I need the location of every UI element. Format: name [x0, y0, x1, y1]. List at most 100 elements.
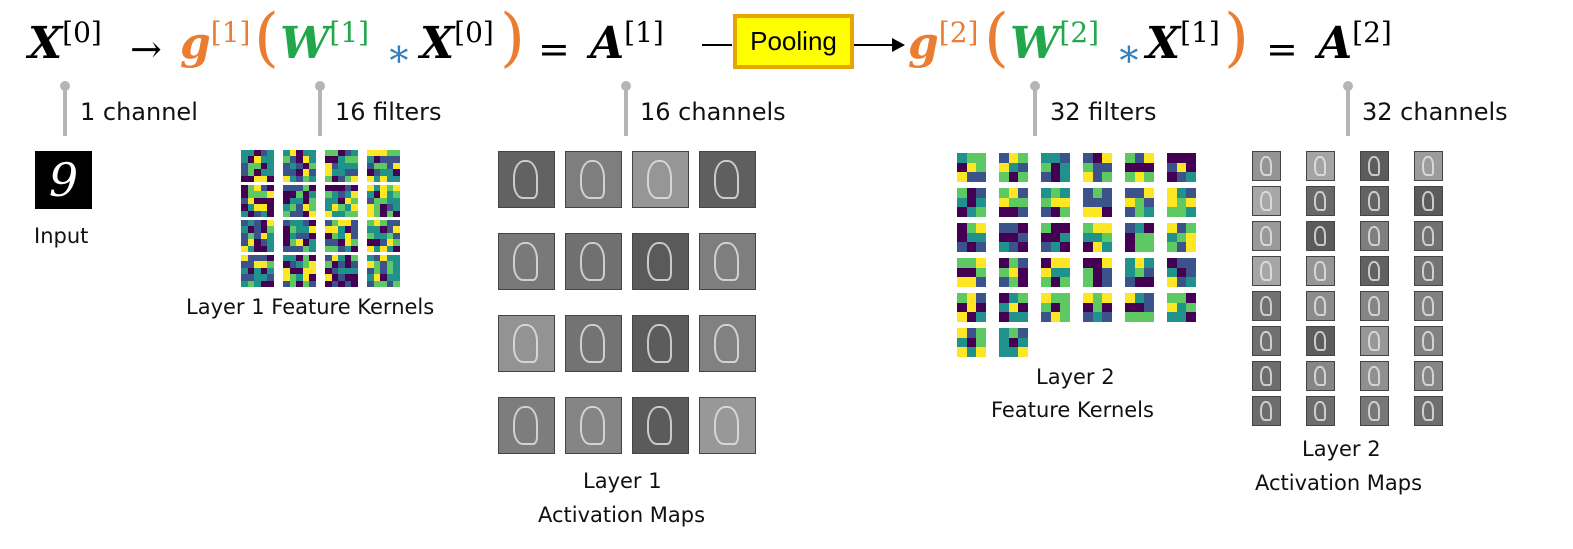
- activation-map-tile: [1306, 361, 1335, 391]
- input-digit-image: 9: [35, 151, 92, 209]
- kernel-tile: [283, 255, 316, 287]
- kernel-tile: [999, 188, 1028, 217]
- kernel-tile: [241, 255, 274, 287]
- layer1-maps-caption-line2: Activation Maps: [538, 503, 706, 527]
- pool-arrow-out: [854, 44, 894, 46]
- activation-map-tile: [1414, 326, 1443, 356]
- kernel-tile: [957, 188, 986, 217]
- filters2-label: 32 filters: [1050, 98, 1157, 126]
- a2-symbol: A[2]: [1318, 16, 1392, 69]
- activation-map-tile: [1414, 151, 1443, 181]
- activation-map-tile: [1360, 256, 1389, 286]
- layer1-kernels-caption: Layer 1 Feature Kernels: [186, 295, 435, 319]
- activation-map-tile: [1306, 151, 1335, 181]
- kernel-tile: [1125, 223, 1154, 252]
- g2-symbol: g[2]: [908, 16, 979, 69]
- callout-stem-input: [63, 90, 67, 136]
- activation-map-tile: [1360, 291, 1389, 321]
- g1-symbol: g[1]: [180, 16, 251, 69]
- channels1-label: 16 channels: [640, 98, 786, 126]
- activation-map-tile: [1252, 256, 1281, 286]
- activation-map-tile: [565, 233, 622, 290]
- activation-map-tile: [1414, 361, 1443, 391]
- kernel-tile: [325, 150, 358, 182]
- input-caption: Input: [34, 224, 89, 248]
- activation-map-tile: [1306, 186, 1335, 216]
- kernel-tile: [957, 223, 986, 252]
- kernel-tile: [241, 150, 274, 182]
- pool-arrow-head: [892, 38, 905, 52]
- kernel-tile: [367, 150, 400, 182]
- activation-map-tile: [1252, 151, 1281, 181]
- kernel-tile: [283, 150, 316, 182]
- layer2-kernels-grid: [957, 153, 1196, 357]
- kernel-tile: [999, 293, 1028, 322]
- kernel-tile: [1167, 293, 1196, 322]
- kernel-tile: [1041, 153, 1070, 182]
- activation-map-tile: [1360, 361, 1389, 391]
- callout-stem-channels2: [1346, 90, 1350, 136]
- activation-map-tile: [1360, 221, 1389, 251]
- kernel-tile: [1167, 188, 1196, 217]
- activation-map-tile: [498, 397, 555, 454]
- layer2-maps-caption-line2: Activation Maps: [1255, 471, 1423, 495]
- layer2-maps-grid: [1252, 151, 1443, 426]
- open-paren-2: (: [984, 1, 1009, 75]
- kernel-tile: [1125, 153, 1154, 182]
- kernel-tile: [999, 223, 1028, 252]
- channels2-label: 32 channels: [1362, 98, 1508, 126]
- activation-map-tile: [1360, 326, 1389, 356]
- kernel-tile: [1125, 293, 1154, 322]
- filters1-label: 16 filters: [335, 98, 442, 126]
- kernel-tile: [1041, 223, 1070, 252]
- kernel-tile: [1083, 153, 1112, 182]
- kernel-tile: [325, 185, 358, 217]
- pool-arrow-in: [702, 44, 732, 46]
- kernel-tile: [1083, 223, 1112, 252]
- activation-map-tile: [565, 315, 622, 372]
- activation-map-tile: [1414, 221, 1443, 251]
- activation-map-tile: [632, 233, 689, 290]
- activation-map-tile: [1360, 186, 1389, 216]
- kernel-tile: [1167, 258, 1196, 287]
- callout-dot-channels1: [621, 81, 631, 91]
- open-paren: (: [254, 1, 279, 75]
- kernel-tile: [241, 220, 274, 252]
- callout-stem-filters1: [318, 90, 322, 136]
- activation-map-tile: [498, 233, 555, 290]
- x1-symbol: X[1]: [1146, 16, 1220, 69]
- kernel-tile: [999, 328, 1028, 357]
- activation-map-tile: [1414, 396, 1443, 426]
- activation-map-tile: [1252, 396, 1281, 426]
- kernel-tile: [367, 255, 400, 287]
- activation-map-tile: [565, 151, 622, 208]
- activation-map-tile: [1306, 291, 1335, 321]
- layer1-kernels-grid: [241, 150, 400, 287]
- activation-map-tile: [1414, 291, 1443, 321]
- kernel-tile: [1125, 258, 1154, 287]
- convolution-star-2: ∗: [1116, 31, 1142, 75]
- activation-map-tile: [632, 397, 689, 454]
- activation-map-tile: [1306, 326, 1335, 356]
- kernel-tile: [367, 185, 400, 217]
- activation-map-tile: [699, 315, 756, 372]
- callout-stem-filters2: [1033, 90, 1037, 136]
- kernel-tile: [325, 220, 358, 252]
- layer2-maps-caption-line1: Layer 2: [1302, 437, 1381, 461]
- callout-dot-filters1: [315, 81, 325, 91]
- activation-map-tile: [1360, 396, 1389, 426]
- kernel-tile: [957, 328, 986, 357]
- activation-map-tile: [1306, 256, 1335, 286]
- close-paren-2: ): [1224, 1, 1249, 75]
- w1-symbol: W[1]: [280, 16, 370, 69]
- kernel-tile: [957, 258, 986, 287]
- kernel-tile: [241, 185, 274, 217]
- activation-map-tile: [1252, 291, 1281, 321]
- callout-stem-channels1: [624, 90, 628, 136]
- activation-map-tile: [1252, 326, 1281, 356]
- kernel-tile: [1083, 188, 1112, 217]
- convolution-star: ∗: [386, 31, 412, 75]
- kernel-tile: [1041, 293, 1070, 322]
- activation-map-tile: [1306, 396, 1335, 426]
- pooling-box: Pooling: [733, 14, 854, 69]
